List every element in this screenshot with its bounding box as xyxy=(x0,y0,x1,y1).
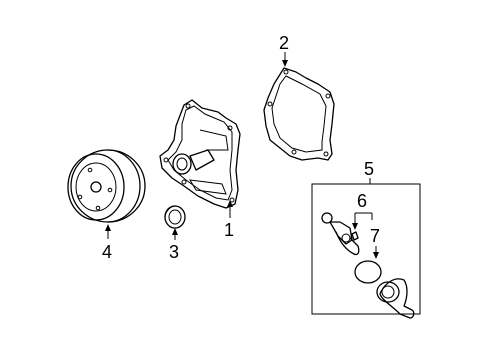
callout-6: 6 xyxy=(357,191,367,211)
pulley-part xyxy=(67,149,146,223)
callout-4: 4 xyxy=(102,242,112,262)
leader-lines xyxy=(105,52,379,259)
callout-2: 2 xyxy=(279,33,289,53)
callout-3: 3 xyxy=(169,242,179,262)
seal-part xyxy=(164,205,186,229)
gasket-part xyxy=(263,67,335,161)
callout-5: 5 xyxy=(364,159,374,179)
callout-1: 1 xyxy=(224,220,234,240)
thermostat-housing-part xyxy=(376,278,415,319)
thermostat-gasket-part xyxy=(354,260,382,284)
water-pump-part xyxy=(159,99,241,209)
thermostat-part xyxy=(321,212,360,256)
callout-7: 7 xyxy=(370,226,380,246)
kit-box xyxy=(311,183,421,315)
